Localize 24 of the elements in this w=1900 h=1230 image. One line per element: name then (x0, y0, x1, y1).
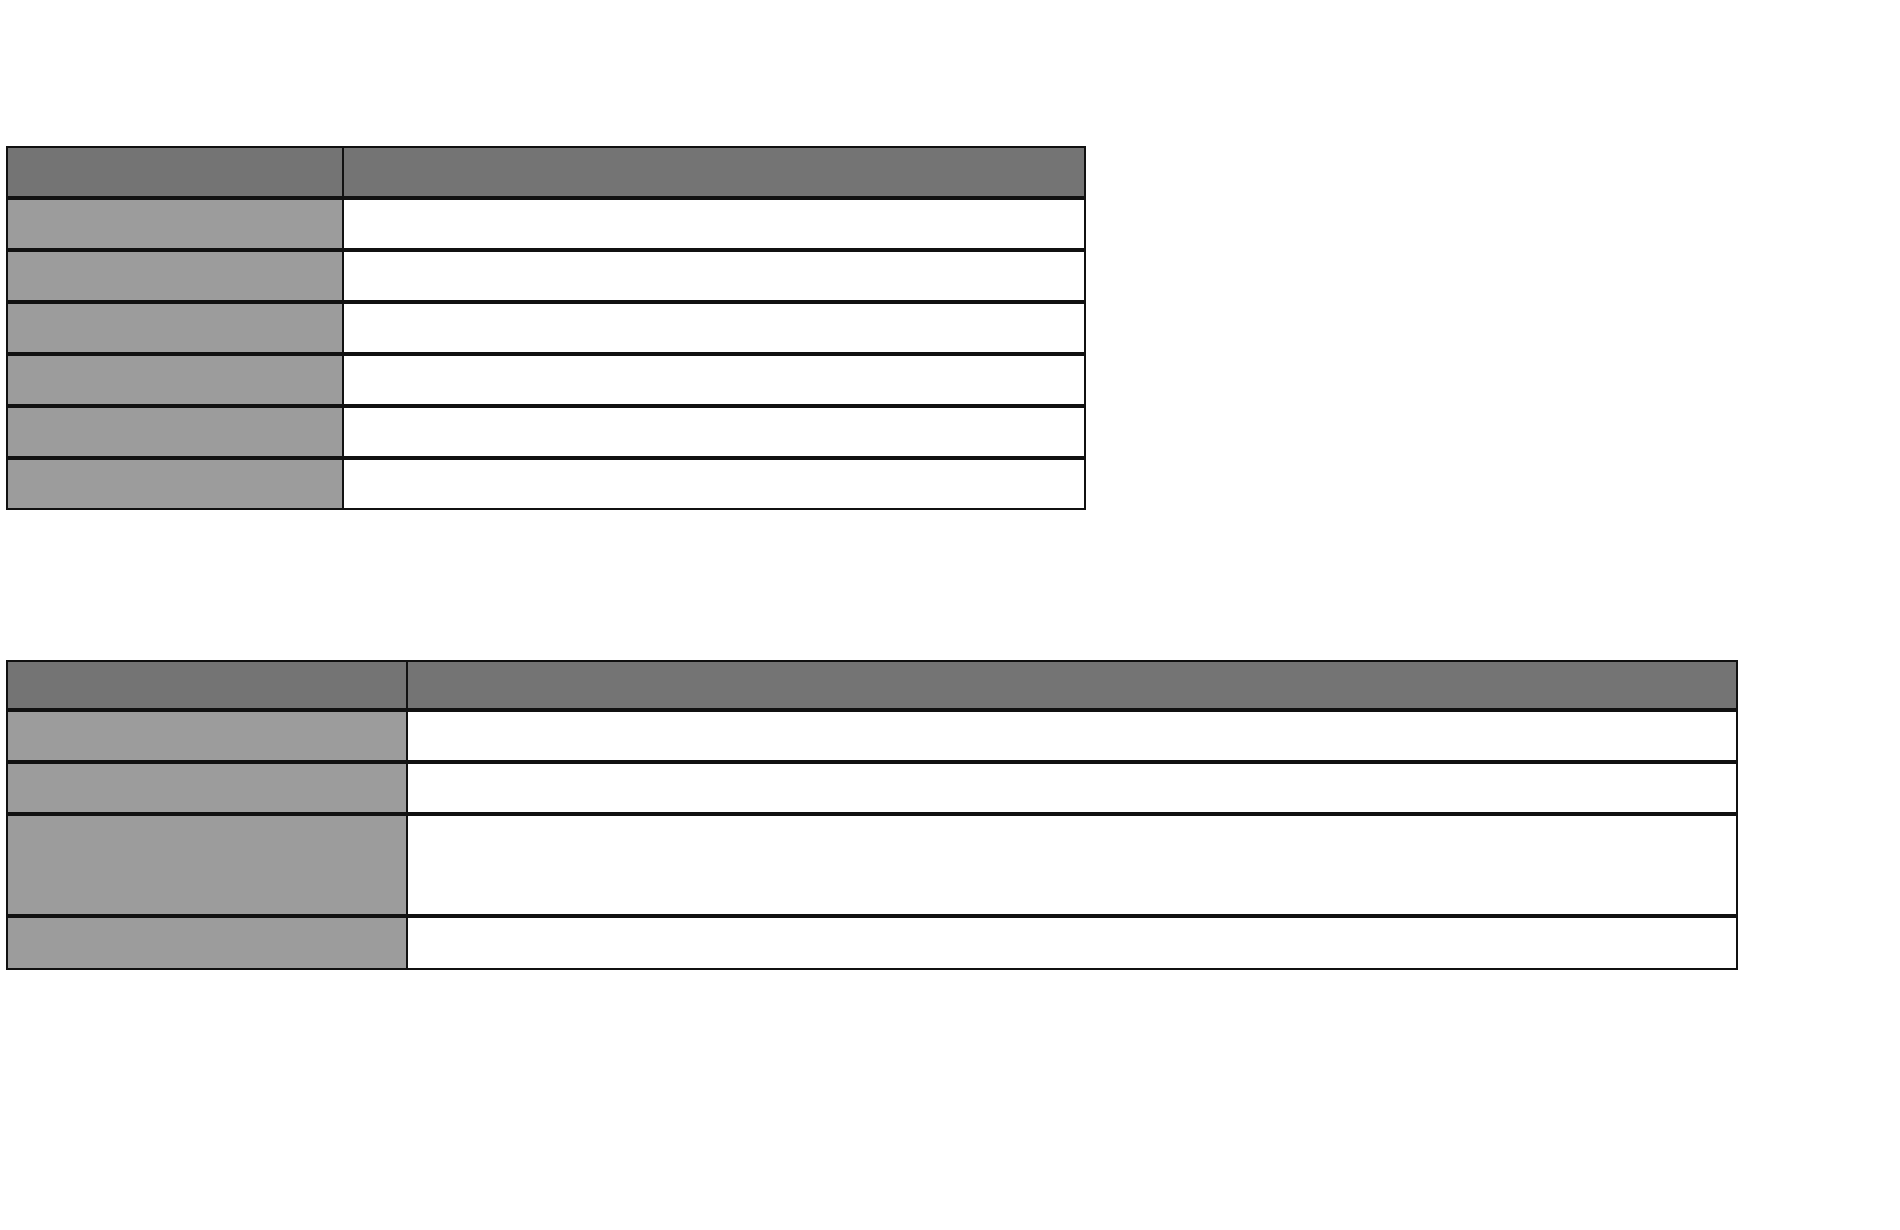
table-cell (342, 354, 1086, 406)
table-cell (6, 354, 344, 406)
table-cell (342, 250, 1086, 302)
header-cell (6, 660, 408, 710)
table-cell (6, 916, 408, 970)
table-cell (406, 762, 1738, 814)
table-cell (6, 710, 408, 762)
table-cell (6, 302, 344, 354)
header-cell (342, 146, 1086, 198)
table-cell (6, 762, 408, 814)
table-frame (6, 660, 1738, 970)
header-cell (6, 146, 344, 198)
table-cell (6, 198, 344, 250)
table-cell (6, 814, 408, 916)
table-cell (406, 814, 1738, 916)
table-cell (342, 198, 1086, 250)
table-cell (406, 710, 1738, 762)
table-cell (6, 458, 344, 510)
table-cell (342, 406, 1086, 458)
table-cell (6, 250, 344, 302)
header-cell (406, 660, 1738, 710)
table-frame (6, 146, 1086, 510)
table-cell (342, 302, 1086, 354)
table-cell (6, 406, 344, 458)
